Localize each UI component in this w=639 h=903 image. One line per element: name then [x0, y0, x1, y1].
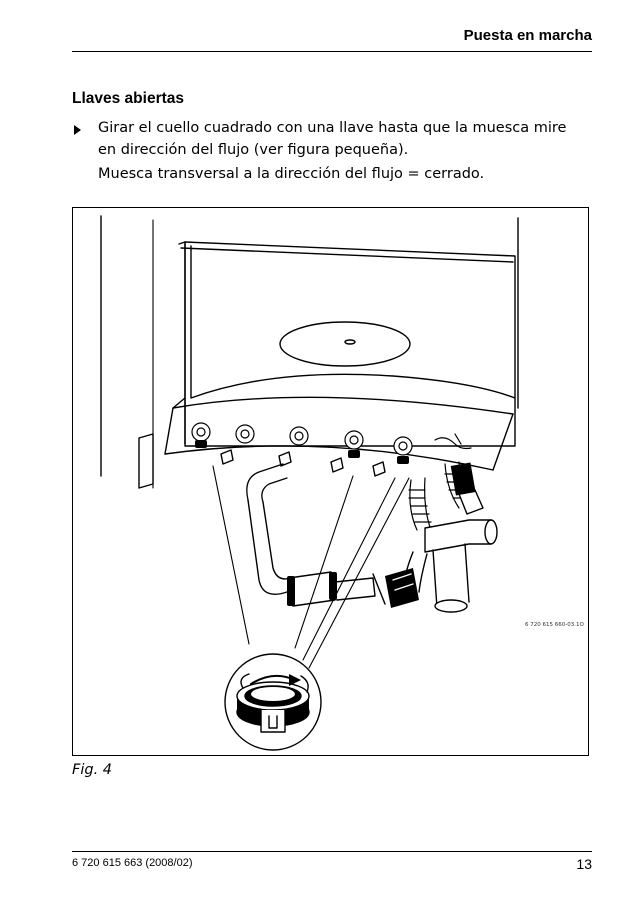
section-title: Llaves abiertas [72, 90, 185, 107]
footer-rule [72, 851, 592, 852]
bullet-arrow-icon [74, 125, 81, 135]
running-header: Puesta en marcha [463, 27, 592, 44]
instruction-line-2: en dirección del flujo (ver figura peque… [98, 142, 409, 158]
boiler-illustration [100, 215, 519, 751]
figure-frame: 6 720 615 660-03.1O [72, 207, 589, 756]
figure-caption: Fig. 4 [72, 762, 113, 778]
valve-rotation-detail-icon [236, 673, 310, 733]
figure-code: 6 720 615 660-03.1O [525, 622, 584, 628]
instruction-note: Muesca transversal a la dirección del fl… [98, 166, 485, 182]
document-reference: 6 720 615 663 (2008/02) [72, 857, 193, 869]
instruction-line-1: Girar el cuello cuadrado con una llave h… [98, 120, 567, 136]
header-rule [72, 51, 592, 52]
page-number: 13 [576, 856, 592, 872]
